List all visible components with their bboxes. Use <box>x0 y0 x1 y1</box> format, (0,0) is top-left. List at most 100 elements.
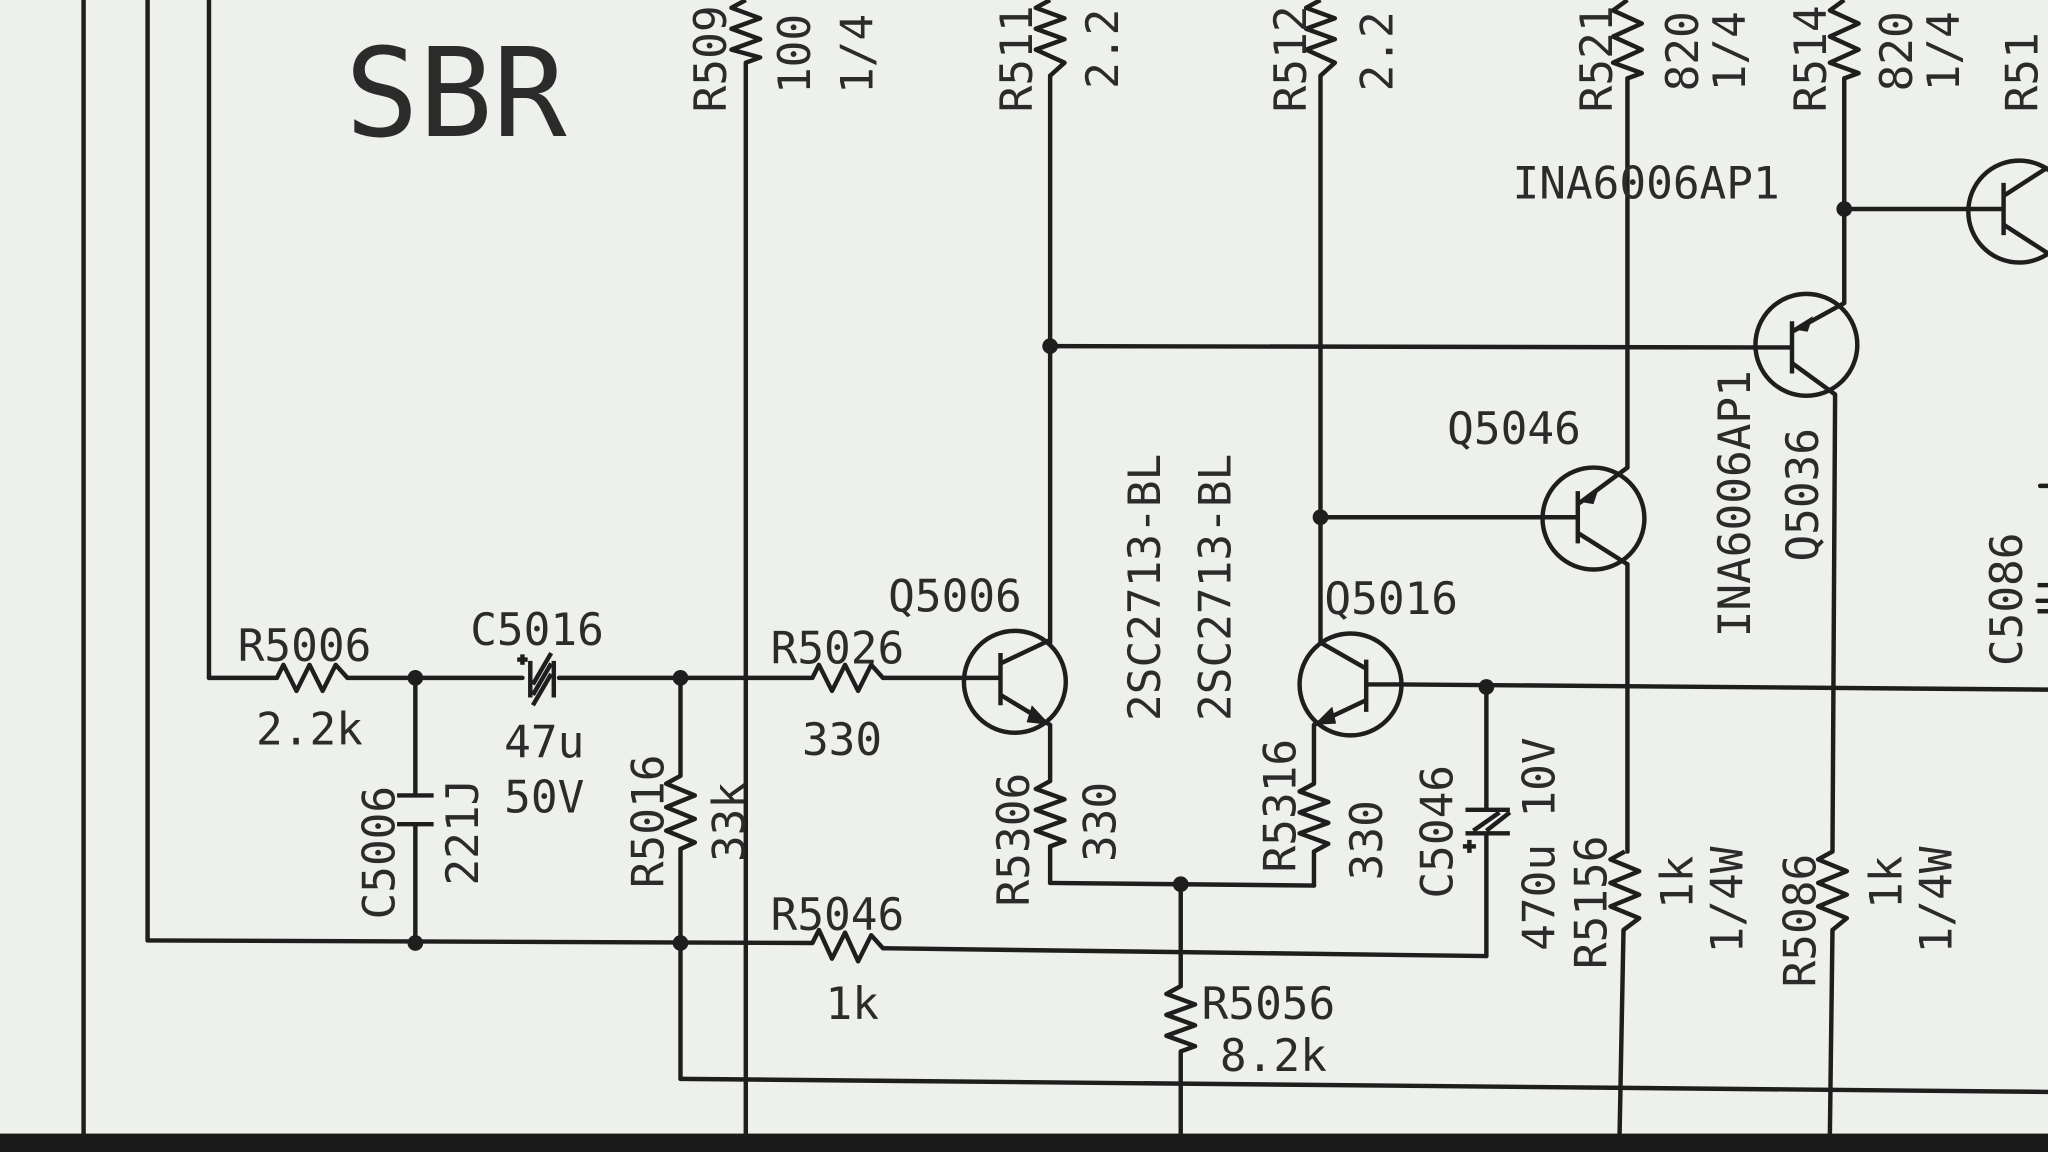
label-r5086-rating: 1/4W <box>1911 846 1962 953</box>
label-top-transistor-part: INA6006AP1 <box>1512 159 1779 210</box>
label-c5046-voltage: 10V <box>1514 737 1565 817</box>
label-q5016-part: 2SC2713-BL <box>1190 454 1241 721</box>
label-r5316-value: 330 <box>1342 800 1393 880</box>
label-r521-value: 820 <box>1658 11 1709 91</box>
resistors <box>274 0 1861 1054</box>
label-r5046-ref: R5046 <box>771 890 905 941</box>
label-q5036-part: INA6006AP1 <box>1710 370 1761 637</box>
resistor-r5026 <box>810 662 885 694</box>
label-r521-ref: R521 <box>1572 5 1623 112</box>
transistor-q5036 <box>1752 291 1860 398</box>
resistor-r512 <box>1303 0 1338 78</box>
resistor-r5156 <box>1608 849 1642 932</box>
label-r5156-ref: R5156 <box>1567 836 1618 970</box>
transistor-q5016 <box>1297 631 1404 738</box>
label-c5006-value: 221J <box>438 779 489 886</box>
label-r512-value: 2.2 <box>1352 11 1403 91</box>
junction-dot <box>1836 201 1853 217</box>
capacitor-c5016 <box>517 651 557 707</box>
label-c5016-voltage: 50V <box>504 772 584 823</box>
junction-dot <box>1312 509 1329 526</box>
junction-dot <box>672 935 689 951</box>
capacitor-c5046 <box>1462 807 1512 853</box>
junction-dot <box>1478 679 1495 695</box>
wire <box>1617 927 1626 1136</box>
junction-dot <box>407 935 424 951</box>
capacitor-c5086 <box>2037 582 2048 614</box>
label-q5016-ref: Q5016 <box>1324 574 1458 625</box>
resistor-r5316 <box>1297 781 1331 854</box>
resistor-r514 <box>1827 0 1861 81</box>
resistor-r5056 <box>1164 984 1198 1054</box>
label-q5046-ref: Q5046 <box>1447 404 1581 455</box>
resistor-r5006 <box>274 662 350 694</box>
capacitors <box>397 582 2048 853</box>
label-r5086-value: 1k <box>1862 855 1913 909</box>
wires <box>81 0 2048 1136</box>
label-q5036-ref: Q5036 <box>1778 428 1829 562</box>
label-c5006-ref: C5006 <box>354 786 405 920</box>
label-r51x-ref: R51 <box>1998 32 2048 112</box>
label-c5016-value: 47u <box>504 718 584 769</box>
label-r5056-ref: R5056 <box>1202 979 1336 1030</box>
bottom-bezel <box>0 1133 2048 1152</box>
junctions <box>407 201 1853 951</box>
resistor-r5086 <box>1815 849 1850 932</box>
junction-dot <box>1172 876 1189 893</box>
label-r5006-ref: R5006 <box>238 621 372 672</box>
diagram-title: SBR <box>345 22 567 165</box>
label-r5026-value: 330 <box>802 715 882 766</box>
label-r5056-value: 8.2k <box>1220 1031 1327 1082</box>
label-q5006-part: 2SC2713-BL <box>1120 454 1171 721</box>
junction-dot <box>407 670 424 686</box>
label-r514-ref: R514 <box>1786 5 1837 112</box>
wire <box>1047 343 1756 350</box>
label-r511-value: 2.2 <box>1078 9 1129 89</box>
label-r509-value: 100 <box>770 14 821 94</box>
label-r5306-ref: R5306 <box>989 773 1040 907</box>
transistor-q5006 <box>961 628 1069 735</box>
labels: SBR R5006 2.2k C5016 47u 50V R5026 330 R… <box>238 5 2048 1082</box>
label-r514-value: 820 <box>1872 11 1923 91</box>
resistor-r511 <box>1033 0 1067 78</box>
label-c5046-ref: C5046 <box>1412 765 1463 899</box>
label-r5316-ref: R5316 <box>1256 739 1307 873</box>
label-r5026-ref: R5026 <box>771 624 905 675</box>
label-r5006-value: 2.2k <box>256 704 363 755</box>
wire <box>1397 682 2048 692</box>
junction-dot <box>1042 338 1058 354</box>
label-r5016-value: 33k <box>704 782 755 862</box>
label-r5306-value: 330 <box>1075 782 1126 862</box>
transistor-top-right <box>1966 158 2048 265</box>
label-c5046-value: 470u <box>1514 844 1565 951</box>
wire <box>678 1076 2048 1095</box>
wire <box>880 946 1489 959</box>
label-r5156-value: 1k <box>1653 855 1704 909</box>
label-r5156-rating: 1/4W <box>1702 846 1753 953</box>
label-r514-rating: 1/4 <box>1919 11 1970 91</box>
resistor-r5046 <box>810 927 885 964</box>
label-r5086-ref: R5086 <box>1776 854 1827 988</box>
resistor-r5016 <box>663 773 698 852</box>
label-r512-ref: R512 <box>1266 5 1317 112</box>
wire <box>145 938 815 946</box>
junction-dot <box>672 670 689 686</box>
resistor-r5306 <box>1033 779 1067 849</box>
capacitor-c5006 <box>397 793 434 827</box>
label-c5016-ref: C5016 <box>470 605 604 656</box>
label-r509-rating: 1/4 <box>832 14 883 94</box>
wire <box>1830 392 1838 854</box>
label-c5086-ref: C5086 <box>1982 532 2033 666</box>
label-r5046-value: 1k <box>825 979 879 1030</box>
label-r509-ref: R509 <box>686 5 737 112</box>
label-q5006-ref: Q5006 <box>888 571 1022 622</box>
transistor-q5046 <box>1540 465 1647 572</box>
resistor-r509 <box>729 0 763 65</box>
label-r5016-ref: R5016 <box>624 755 675 889</box>
resistor-r521 <box>1610 0 1645 81</box>
label-r521-rating: 1/4 <box>1705 11 1756 91</box>
transistors <box>961 158 2048 738</box>
wire <box>1827 927 1835 1136</box>
